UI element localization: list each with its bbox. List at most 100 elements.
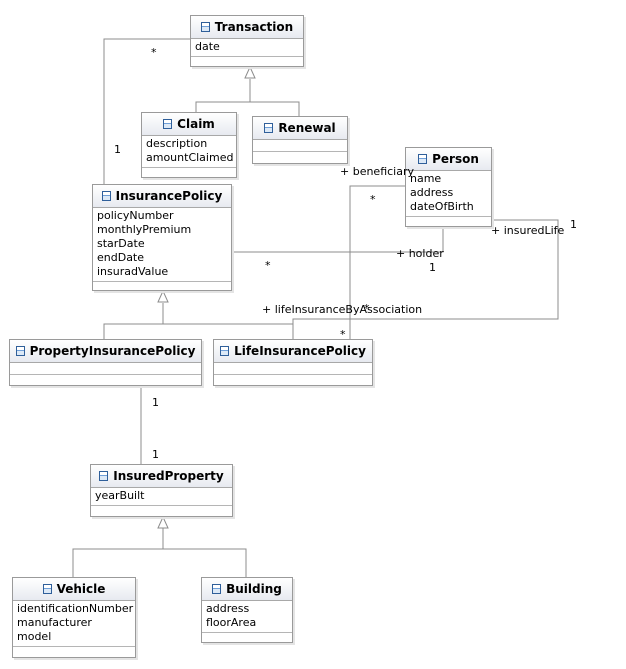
attribute: dateOfBirth bbox=[410, 200, 474, 213]
class-name: Claim bbox=[177, 117, 215, 131]
attribute-compartment: policyNumber monthlyPremium starDate end… bbox=[93, 208, 231, 282]
class-icon bbox=[220, 346, 230, 356]
attribute-compartment bbox=[10, 363, 201, 375]
transaction-generalization-arrow bbox=[244, 65, 256, 79]
attribute: endDate bbox=[97, 251, 145, 264]
operation-compartment bbox=[406, 217, 491, 225]
class-name: Transaction bbox=[214, 20, 294, 34]
insured-life-multiplicity: 1 bbox=[570, 218, 577, 231]
class-icon bbox=[264, 123, 274, 133]
beneficiary-association-line bbox=[349, 185, 405, 339]
class-transaction[interactable]: Transaction date bbox=[190, 15, 304, 67]
attribute: description bbox=[146, 137, 208, 150]
life-association-multiplicity: * bbox=[364, 302, 370, 315]
attribute-compartment bbox=[214, 363, 372, 375]
class-name: Building bbox=[226, 582, 282, 596]
operation-compartment bbox=[214, 375, 372, 383]
attribute: policyNumber bbox=[97, 209, 174, 222]
class-header: Renewal bbox=[253, 117, 347, 140]
class-name: InsurancePolicy bbox=[115, 189, 223, 203]
class-icon bbox=[101, 191, 111, 201]
holder-role-label: + holder bbox=[396, 247, 444, 260]
class-icon bbox=[163, 119, 173, 129]
class-icon bbox=[42, 584, 52, 594]
attribute-compartment: description amountClaimed bbox=[142, 136, 236, 168]
class-header: PropertyInsurancePolicy bbox=[10, 340, 201, 363]
attribute: insuradValue bbox=[97, 265, 169, 278]
class-icon bbox=[200, 22, 210, 32]
insured-property-generalization-arrow bbox=[157, 515, 169, 529]
class-header: Building bbox=[202, 578, 292, 601]
class-icon bbox=[15, 346, 25, 356]
policy-transaction-line bbox=[103, 38, 190, 184]
policy-generalization-arrow bbox=[157, 289, 169, 303]
attribute: date bbox=[195, 40, 220, 53]
property-policy-generalization-line bbox=[103, 303, 164, 339]
class-renewal[interactable]: Renewal bbox=[252, 116, 348, 164]
operation-compartment bbox=[142, 168, 236, 176]
transaction-multiplicity: * bbox=[151, 46, 157, 59]
class-header: LifeInsurancePolicy bbox=[214, 340, 372, 363]
class-icon bbox=[99, 471, 109, 481]
insured-life-role-label: + insuredLife bbox=[491, 224, 565, 237]
class-header: Claim bbox=[142, 113, 236, 136]
life-policy-generalization-line bbox=[163, 323, 294, 339]
operation-compartment bbox=[93, 282, 231, 290]
attribute-compartment: address floorArea bbox=[202, 601, 292, 633]
attribute: monthlyPremium bbox=[97, 223, 192, 236]
insured-life-association-line bbox=[292, 219, 559, 339]
class-person[interactable]: Person name address dateOfBirth bbox=[405, 147, 492, 227]
attribute-compartment: date bbox=[191, 39, 303, 57]
operation-compartment bbox=[191, 57, 303, 65]
vehicle-generalization-line bbox=[72, 528, 164, 577]
class-name: LifeInsurancePolicy bbox=[234, 344, 366, 358]
operation-compartment bbox=[10, 375, 201, 383]
holder-multiplicity: 1 bbox=[429, 261, 436, 274]
class-insured-property[interactable]: InsuredProperty yearBuilt bbox=[90, 464, 233, 517]
operation-compartment bbox=[91, 506, 232, 514]
attribute: identificationNumber bbox=[17, 602, 134, 615]
class-header: InsurancePolicy bbox=[93, 185, 231, 208]
policy-holder-multiplicity: * bbox=[265, 259, 271, 272]
class-header: InsuredProperty bbox=[91, 465, 232, 488]
class-name: InsuredProperty bbox=[113, 469, 224, 483]
class-name: PropertyInsurancePolicy bbox=[29, 344, 196, 358]
renewal-generalization-line bbox=[250, 101, 300, 116]
attribute: yearBuilt bbox=[95, 489, 145, 502]
attribute: floorArea bbox=[206, 616, 257, 629]
attribute: model bbox=[17, 630, 52, 643]
life-association-role-label: + lifeInsuranceByAssociation bbox=[262, 303, 423, 316]
operation-compartment bbox=[202, 633, 292, 641]
insured-property-multiplicity: 1 bbox=[152, 448, 159, 461]
operation-compartment bbox=[253, 152, 347, 160]
class-header: Transaction bbox=[191, 16, 303, 39]
class-building[interactable]: Building address floorArea bbox=[201, 577, 293, 643]
attribute-compartment: name address dateOfBirth bbox=[406, 171, 491, 217]
attribute: amountClaimed bbox=[146, 151, 234, 164]
holder-association-line bbox=[232, 228, 444, 253]
class-name: Person bbox=[432, 152, 479, 166]
attribute: address bbox=[410, 186, 454, 199]
attribute-compartment bbox=[253, 140, 347, 152]
class-insurance-policy[interactable]: InsurancePolicy policyNumber monthlyPrem… bbox=[92, 184, 232, 291]
class-header: Person bbox=[406, 148, 491, 171]
class-property-insurance-policy[interactable]: PropertyInsurancePolicy bbox=[9, 339, 202, 386]
class-header: Vehicle bbox=[13, 578, 135, 601]
property-policy-multiplicity: 1 bbox=[152, 396, 159, 409]
class-name: Vehicle bbox=[56, 582, 106, 596]
attribute-compartment: yearBuilt bbox=[91, 488, 232, 506]
class-claim[interactable]: Claim description amountClaimed bbox=[141, 112, 237, 178]
class-life-insurance-policy[interactable]: LifeInsurancePolicy bbox=[213, 339, 373, 386]
life-policy-multiplicity: * bbox=[340, 328, 346, 341]
attribute: address bbox=[206, 602, 250, 615]
class-vehicle[interactable]: Vehicle identificationNumber manufacture… bbox=[12, 577, 136, 658]
beneficiary-role-label: + beneficiary bbox=[340, 165, 415, 178]
attribute: name bbox=[410, 172, 442, 185]
attribute-compartment: identificationNumber manufacturer model bbox=[13, 601, 135, 647]
class-icon bbox=[418, 154, 428, 164]
class-icon bbox=[212, 584, 222, 594]
claim-generalization-line bbox=[195, 79, 251, 112]
operation-compartment bbox=[13, 647, 135, 655]
attribute: starDate bbox=[97, 237, 145, 250]
